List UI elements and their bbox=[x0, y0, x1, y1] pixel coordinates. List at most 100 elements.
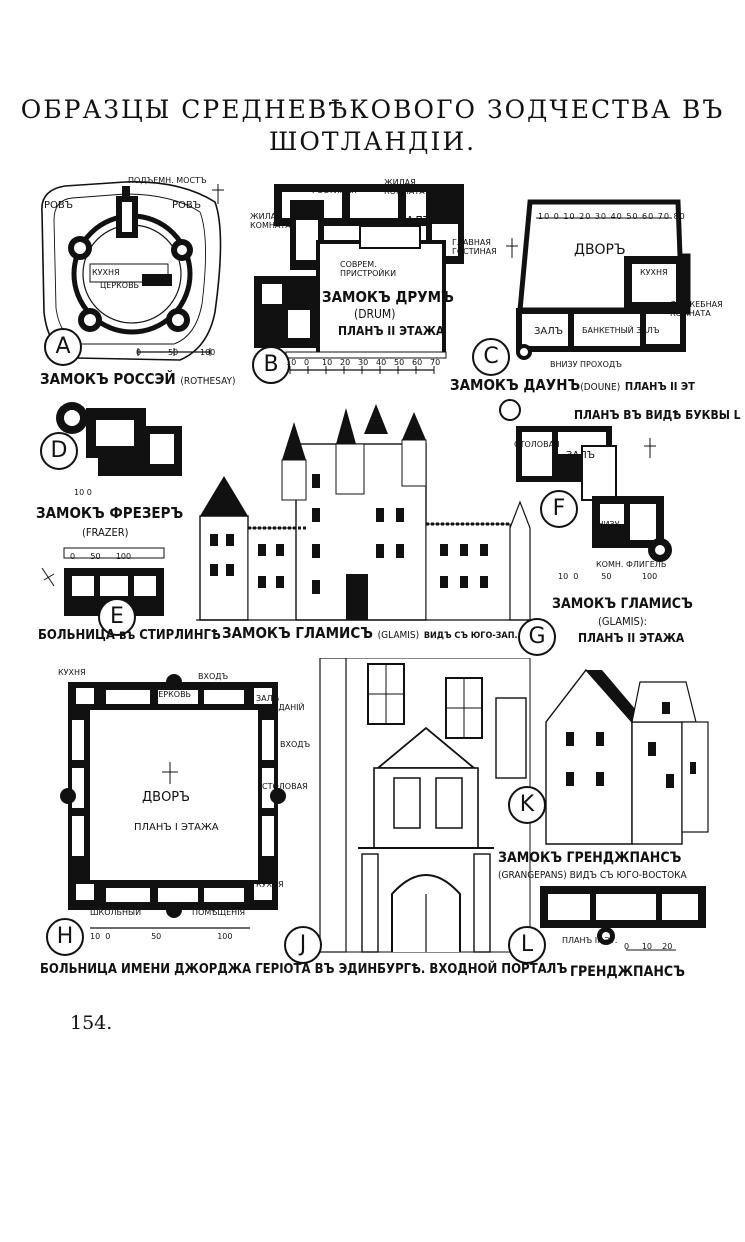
frazer-plan-drawing bbox=[56, 402, 182, 476]
caption-rothesay: ЗАМОКЪ РОССЭЙ (ROTHESAY) bbox=[40, 370, 235, 388]
label-court-c: ДВОРЪ bbox=[574, 242, 626, 258]
label-entry-h2: ВХОДЪ bbox=[198, 672, 229, 681]
scale-l-tick: 10 bbox=[641, 942, 652, 951]
scale-e-tick: 100 bbox=[115, 552, 132, 561]
drum-plan-drawing bbox=[254, 184, 464, 374]
caption-doune-latin: (DOUNE) bbox=[580, 382, 621, 393]
caption-rothesay-latin: (ROTHESAY) bbox=[180, 376, 236, 387]
label-moat-1: РОВЪ bbox=[44, 200, 74, 211]
caption-grangepans-1: ЗАМОКЪ ГРЕНДЖПАНСЪ bbox=[498, 850, 682, 866]
caption-doune: ЗАМОКЪ ДАУНЪ(DOUNE) ПЛАНЪ II ЭТ bbox=[450, 376, 695, 394]
label-school-h: ШКОЛЬНЫЙ bbox=[90, 908, 142, 917]
label-mainliving-b: ГЛАВНАЯ ГОСТИНАЯ bbox=[452, 238, 497, 256]
caption-frazer: ЗАМОКЪ ФРЕЗЕРЪ bbox=[36, 504, 184, 522]
caption-grangepans-plan: ГРЕНДЖПАНСЪ bbox=[570, 964, 685, 980]
label-living-b2: ЖИЛАЯ КОМНАТА bbox=[250, 212, 291, 230]
scale-f-tick: 10 bbox=[558, 572, 569, 581]
label-newext-b: СОВРЕМ. ПРИСТРОЙКИ bbox=[340, 260, 397, 278]
figure-letter-h: H bbox=[46, 918, 84, 956]
caption-glamis-plan-3: ПЛАНЪ II ЭТАЖА bbox=[578, 631, 685, 645]
label-kitchen-a: КУХНЯ bbox=[92, 268, 120, 277]
label-hall-c: ЗАЛЪ bbox=[534, 326, 564, 337]
label-court-h: ДВОРЪ bbox=[142, 790, 190, 805]
scale-c-tick: 80 bbox=[673, 212, 686, 221]
scale-e-tick: 0 bbox=[70, 552, 76, 561]
caption-stirling: БОЛЬНИЦА въ СТИРЛИНГѢ bbox=[38, 628, 221, 643]
scale-l: 0 10 20 bbox=[624, 942, 672, 951]
figure-letter-a: A bbox=[44, 328, 82, 366]
label-plan-l: ПЛАНЪ III ЭТ. bbox=[562, 936, 618, 945]
scale-c-tick: 70 bbox=[657, 212, 670, 221]
label-room-h: ПОМѢЩЕНІЯ bbox=[192, 908, 246, 917]
scale-b-tick: 10 bbox=[286, 358, 297, 367]
figure-letter-j: J bbox=[284, 926, 322, 964]
caption-glamis-plan-1: ЗАМОКЪ ГЛАМИСЪ bbox=[552, 596, 693, 612]
scale-d: 10 0 bbox=[74, 488, 92, 497]
doune-plan-drawing bbox=[506, 199, 691, 360]
heriot-plan-drawing bbox=[60, 674, 286, 929]
figure-letter-b: B bbox=[252, 346, 290, 384]
page-title-line-2: ШОТЛАНДІИ. bbox=[268, 127, 477, 156]
scale-h: 10 0 50 100 bbox=[90, 932, 232, 941]
label-church-h: ЦЕРКОВЬ bbox=[152, 690, 192, 699]
label-kitchen-f: ВНИЗУ КУХНЯ bbox=[592, 520, 620, 538]
scale-e: 0 50 100 bbox=[70, 552, 131, 561]
scale-f-tick: 0 bbox=[573, 572, 579, 581]
caption-drum-2: (DRUM) bbox=[354, 307, 396, 321]
label-passage-c: ВНИЗУ ПРОХОДЪ bbox=[550, 360, 622, 369]
scale-a-50: 50 bbox=[168, 348, 179, 357]
caption-doune-tail: ПЛАНЪ II ЭТ bbox=[624, 380, 695, 393]
scale-c-tick: 30 bbox=[594, 212, 608, 221]
label-kitchen-h1: КУХНЯ bbox=[58, 668, 86, 677]
scale-c-tick: 40 bbox=[610, 212, 623, 221]
caption-grangepans-2: (GRANGEPANS) ВИДЪ СЪ ЮГО-ВОСТОКА bbox=[498, 870, 687, 881]
scale-h-tick: 50 bbox=[151, 932, 162, 941]
label-entry-h: ВХОДЪ bbox=[280, 740, 311, 749]
scale-c-tick: 20 bbox=[579, 212, 592, 221]
scale-a-0: 0 bbox=[136, 348, 142, 357]
scale-c-tick: 10 bbox=[563, 212, 576, 221]
scale-b-tick: 50 bbox=[394, 358, 405, 367]
glamis-plan-drawing bbox=[499, 399, 672, 562]
label-drawbridge: ПОДЪЕМН. МОСТЪ bbox=[128, 176, 207, 185]
scale-l-tick: 20 bbox=[662, 942, 673, 951]
label-banquet-c: БАНКЕТНЫЙ ЗАЛЪ bbox=[582, 326, 660, 335]
scale-c-tick: 10 bbox=[538, 212, 551, 221]
scale-c: 10 0 10 20 30 40 50 60 70 80 bbox=[538, 212, 686, 221]
figure-letter-f: F bbox=[540, 490, 578, 528]
caption-glamis-tail: ВИДЪ СЪ ЮГО-ЗАП. bbox=[423, 631, 518, 641]
label-kitchen-c: КУХНЯ bbox=[640, 268, 668, 277]
scale-c-tick: 60 bbox=[642, 212, 655, 221]
label-hall-h: ЗАЛЪ ЗАСѢДАНІЙ bbox=[256, 694, 305, 712]
label-hall-f: ЗАЛЪ bbox=[566, 450, 596, 461]
scale-l-tick: 0 bbox=[624, 942, 630, 951]
scale-b-tick: 30 bbox=[358, 358, 369, 367]
figure-letter-k: K bbox=[508, 786, 546, 824]
scale-b-tick: 10 bbox=[322, 358, 333, 367]
caption-glamis-view: ЗАМОКЪ ГЛАМИСЪ (GLAMIS) ВИДЪ СЪ ЮГО-ЗАП. bbox=[222, 624, 518, 642]
grangepans-view-drawing bbox=[545, 668, 709, 845]
caption-frazer-latin: (FRAZER) bbox=[82, 526, 129, 539]
caption-drum-3: ПЛАНЪ II ЭТАЖА bbox=[338, 324, 445, 338]
glamis-view-drawing bbox=[196, 404, 532, 621]
scale-f-tick: 50 bbox=[601, 572, 612, 581]
label-chapel-a: ЦЕРКОВЬ bbox=[100, 281, 140, 290]
caption-rothesay-text: ЗАМОКЪ РОССЭЙ bbox=[40, 370, 176, 388]
figure-letter-c: C bbox=[472, 338, 510, 376]
caption-doune-text: ЗАМОКЪ ДАУНЪ bbox=[450, 376, 581, 394]
label-room-f: КОМН. ФЛИГЕЛЬ bbox=[596, 560, 667, 569]
scale-f: 10 0 50 100 bbox=[558, 572, 657, 581]
scale-d-tick: 10 bbox=[74, 488, 85, 497]
label-plan-h: ПЛАНЪ I ЭТАЖА bbox=[134, 822, 219, 833]
label-dining-f: СТОЛОВАЯ bbox=[514, 440, 560, 449]
label-moat-2: РОВЪ bbox=[172, 200, 202, 211]
scale-c-tick: 50 bbox=[626, 212, 639, 221]
caption-glamis-plan-2: (GLAMIS): bbox=[598, 615, 648, 628]
caption-drum-1: ЗАМОКЪ ДРУМЪ bbox=[322, 288, 454, 306]
figure-letter-g: G bbox=[518, 618, 556, 656]
label-service-c: СЛУЖЕБНАЯ КОМНАТА bbox=[670, 300, 723, 318]
label-dining-h: СТОЛОВАЯ bbox=[262, 782, 308, 791]
figure-letter-l: L bbox=[508, 926, 546, 964]
label-hall-b: ЗАЛЪ bbox=[398, 214, 433, 228]
caption-l-plan: ПЛАНЪ ВЪ ВИДѢ БУКВЫ L bbox=[574, 408, 741, 422]
